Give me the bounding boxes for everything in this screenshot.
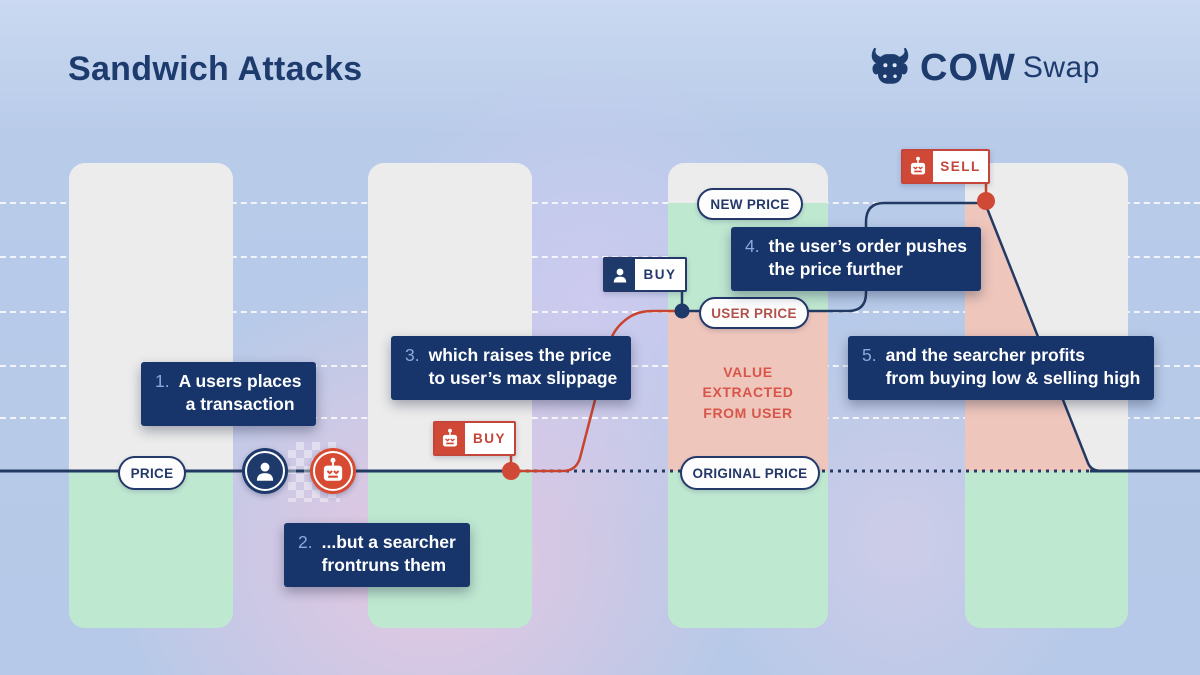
gridline — [0, 311, 1200, 313]
value-extracted-label: VALUE EXTRACTED FROM USER — [668, 362, 828, 423]
step-line: ...but a searcher — [321, 532, 456, 552]
gridline — [0, 256, 1200, 258]
user-buy-dot — [674, 303, 690, 319]
step-number: 1. — [155, 371, 170, 391]
avatar-ring — [245, 451, 285, 491]
original-price-pill: ORIGINAL PRICE — [680, 456, 820, 490]
searcher-sell-dot — [977, 192, 995, 210]
step-number: 4. — [745, 236, 760, 256]
step-line: a transaction — [185, 394, 295, 415]
step-line: A users places — [178, 371, 302, 391]
new-price-pill-label: NEW PRICE — [710, 196, 790, 212]
price-bar-2 — [368, 163, 532, 628]
cow-head-icon — [871, 47, 909, 84]
buy-badge-label: BUY — [472, 431, 506, 446]
user-order-path — [682, 201, 1200, 473]
step-line: from buying low & selling high — [885, 368, 1141, 389]
bar-above-price — [368, 163, 532, 471]
bar-below-price — [965, 471, 1128, 628]
robot-icon-box — [903, 151, 933, 182]
searcher-sell-badge: SELL — [901, 149, 990, 184]
gridline — [0, 417, 1200, 419]
robot-icon-box — [435, 423, 465, 454]
searcher-buy-dot — [502, 462, 520, 480]
original-price-pill-label: ORIGINAL PRICE — [692, 465, 808, 481]
step-text: the user’s order pushes the price furthe… — [769, 235, 967, 281]
cowswap-logo: COW Swap — [866, 46, 1100, 90]
step-line: frontruns them — [321, 555, 447, 576]
gridline — [0, 202, 1200, 204]
step-number: 3. — [405, 345, 420, 365]
bar-below-price — [668, 471, 828, 628]
price-bar-3 — [668, 163, 828, 628]
price-pill: PRICE — [118, 456, 186, 490]
logo-product-name: Swap — [1022, 51, 1100, 84]
step-4-callout: 4. the user’s order pushes the price fur… — [731, 227, 982, 292]
step-line: the user’s order pushes — [768, 236, 968, 256]
user-icon-box — [605, 259, 635, 290]
bar-below-price — [69, 471, 233, 628]
buy-badge-label: BUY — [643, 267, 677, 282]
searcher-frontrun-path — [513, 309, 682, 473]
robot-icon — [442, 428, 458, 446]
step-1-callout: 1. A users places a transaction — [141, 362, 316, 427]
step-2-callout: 2. ...but a searcher frontruns them — [284, 523, 470, 588]
user-price-pill-label: USER PRICE — [711, 305, 797, 321]
user-avatar — [242, 448, 288, 494]
searcher-avatar — [310, 448, 356, 494]
user-buy-badge: BUY — [603, 257, 687, 292]
bar-extracted-value-region — [668, 311, 828, 471]
value-extracted-line: EXTRACTED — [702, 384, 794, 401]
value-extracted-line: FROM USER — [703, 404, 793, 421]
user-price-pill: USER PRICE — [699, 297, 809, 329]
step-line: and the searcher profits — [885, 345, 1085, 365]
value-extracted-line: VALUE — [723, 364, 773, 380]
robot-icon — [910, 156, 926, 174]
step-number: 2. — [298, 532, 313, 552]
new-price-pill: NEW PRICE — [697, 188, 803, 220]
searcher-buy-badge: BUY — [433, 421, 516, 456]
step-text: and the searcher profits from buying low… — [886, 344, 1141, 390]
step-3-callout: 3. which raises the price to user’s max … — [391, 336, 632, 401]
step-text: A users places a transaction — [179, 370, 302, 416]
user-icon — [613, 268, 627, 282]
step-text: ...but a searcher frontruns them — [322, 531, 456, 577]
logo-wordmark: COW — [920, 46, 1016, 89]
step-5-callout: 5. and the searcher profits from buying … — [848, 336, 1155, 401]
sell-badge-label: SELL — [940, 159, 981, 174]
step-number: 5. — [862, 345, 877, 365]
avatar-ring — [313, 451, 353, 491]
step-line: the price further — [768, 259, 903, 280]
step-text: which raises the price to user’s max sli… — [429, 344, 618, 390]
price-pill-label: PRICE — [130, 465, 174, 481]
step-line: which raises the price — [428, 345, 612, 365]
step-line: to user’s max slippage — [428, 368, 618, 389]
page-title: Sandwich Attacks — [68, 50, 363, 88]
